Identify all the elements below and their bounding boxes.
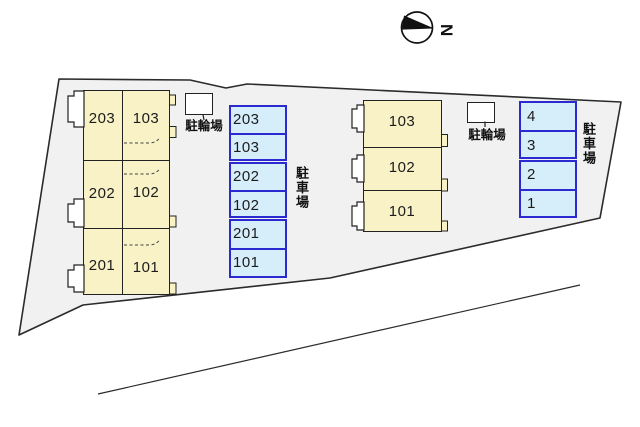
parking-b-divider-1 (521, 130, 575, 132)
unit-label: 201 (88, 256, 116, 274)
compass-diameter (401, 27, 434, 30)
building-a (83, 90, 170, 295)
parking-b-group-1 (519, 101, 577, 159)
building-a-bays (169, 94, 177, 295)
bike-shed-a-label: 駐輪場 (185, 119, 223, 133)
bay-notch-icon (169, 94, 176, 106)
bay-notch-icon (441, 220, 448, 232)
bike-shed-b (467, 102, 495, 123)
space-label: 203 (233, 110, 260, 128)
unit-label: 202 (88, 184, 116, 202)
parking-a-group-2 (229, 162, 287, 218)
building-a-divider-h1 (84, 160, 169, 162)
building-b (363, 100, 442, 232)
building-b-divider-h2 (364, 190, 441, 192)
unit-label: 101 (388, 202, 416, 220)
unit-label: 102 (132, 183, 160, 201)
unit-label: 103 (132, 109, 160, 127)
space-label: 4 (527, 107, 536, 125)
bay-notch-icon (169, 215, 177, 228)
road-line (97, 284, 581, 395)
parking-a-group-1 (229, 105, 287, 161)
bay-notch-icon (441, 134, 448, 147)
unit-label: 102 (388, 158, 416, 176)
bay-notch-icon (169, 126, 177, 138)
space-label: 102 (233, 196, 260, 214)
building-b-divider-h1 (364, 147, 441, 149)
bay-notch-icon (441, 178, 448, 192)
parking-a-divider-2 (231, 190, 285, 192)
bike-shed-b-label: 駐輪場 (468, 128, 506, 142)
parking-a-group-3 (229, 219, 287, 278)
parking-b-label: 駐車場 (581, 122, 596, 166)
parking-a-label: 駐車場 (294, 166, 309, 210)
porch-icon (67, 198, 85, 228)
space-label: 1 (527, 194, 536, 212)
parking-a-divider-1 (231, 133, 285, 135)
bay-notch-icon (169, 282, 177, 295)
compass-north-label: N (437, 24, 456, 36)
building-a-divider-h2 (84, 228, 169, 230)
parking-a-divider-3 (231, 248, 285, 250)
space-label: 202 (233, 167, 260, 185)
unit-label: 101 (132, 258, 160, 276)
unit-label: 103 (388, 112, 416, 130)
building-a-divider-v (122, 91, 124, 294)
compass-needle-icon (402, 15, 433, 29)
compass-circle (400, 11, 434, 44)
space-label: 101 (233, 253, 260, 271)
space-label: 2 (527, 165, 536, 183)
parking-b-group-2 (519, 160, 577, 218)
compass: N (400, 11, 456, 44)
unit-label: 203 (88, 109, 116, 127)
building-b-bays (441, 134, 448, 232)
bike-shed-a (185, 93, 213, 115)
parking-b-divider-2 (521, 189, 575, 191)
space-label: 3 (527, 136, 536, 154)
space-label: 103 (233, 138, 260, 156)
space-label: 201 (233, 224, 260, 242)
